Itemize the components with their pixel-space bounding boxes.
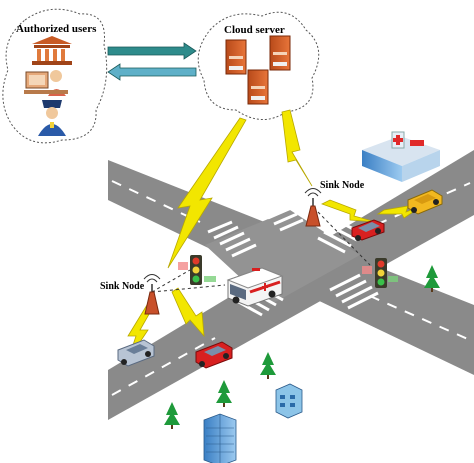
tree-icon	[216, 380, 232, 407]
tree-icon	[260, 352, 276, 379]
server-icon	[247, 69, 269, 105]
sink-node-left	[143, 274, 161, 315]
cloud-server-cloud	[197, 11, 320, 120]
authorized-users-label: Authorized users	[16, 23, 97, 35]
sink-node-right	[304, 188, 322, 227]
red-car-icon	[195, 341, 233, 369]
bidirectional-arrows	[107, 42, 197, 81]
authorized-users-cloud	[2, 8, 108, 144]
silver-car-icon	[117, 339, 155, 367]
tree-icon	[424, 265, 440, 292]
sink-node-label-left: Sink Node	[100, 281, 145, 292]
sink-node-label-right: Sink Node	[320, 180, 365, 191]
tree-icon	[164, 402, 180, 429]
office-building-icon	[203, 413, 237, 463]
cloud-server-label: Cloud server	[224, 24, 285, 36]
signal-dashed-lines	[151, 211, 371, 293]
red-car-icon	[351, 219, 385, 241]
user-at-computer-icon	[24, 70, 68, 96]
police-officer-icon	[38, 100, 66, 136]
server-icon	[269, 35, 291, 71]
server-icon	[225, 39, 247, 75]
traffic-light-icon	[362, 258, 398, 288]
apartment-building-icon	[275, 383, 303, 419]
ambulance-icon	[226, 267, 284, 307]
bank-icon	[32, 36, 72, 65]
traffic-light-icon	[178, 255, 216, 285]
wireless-link-lightning	[127, 109, 423, 361]
yellow-car-icon	[407, 189, 443, 215]
road-intersection	[108, 150, 474, 420]
hospital-icon	[362, 131, 440, 182]
